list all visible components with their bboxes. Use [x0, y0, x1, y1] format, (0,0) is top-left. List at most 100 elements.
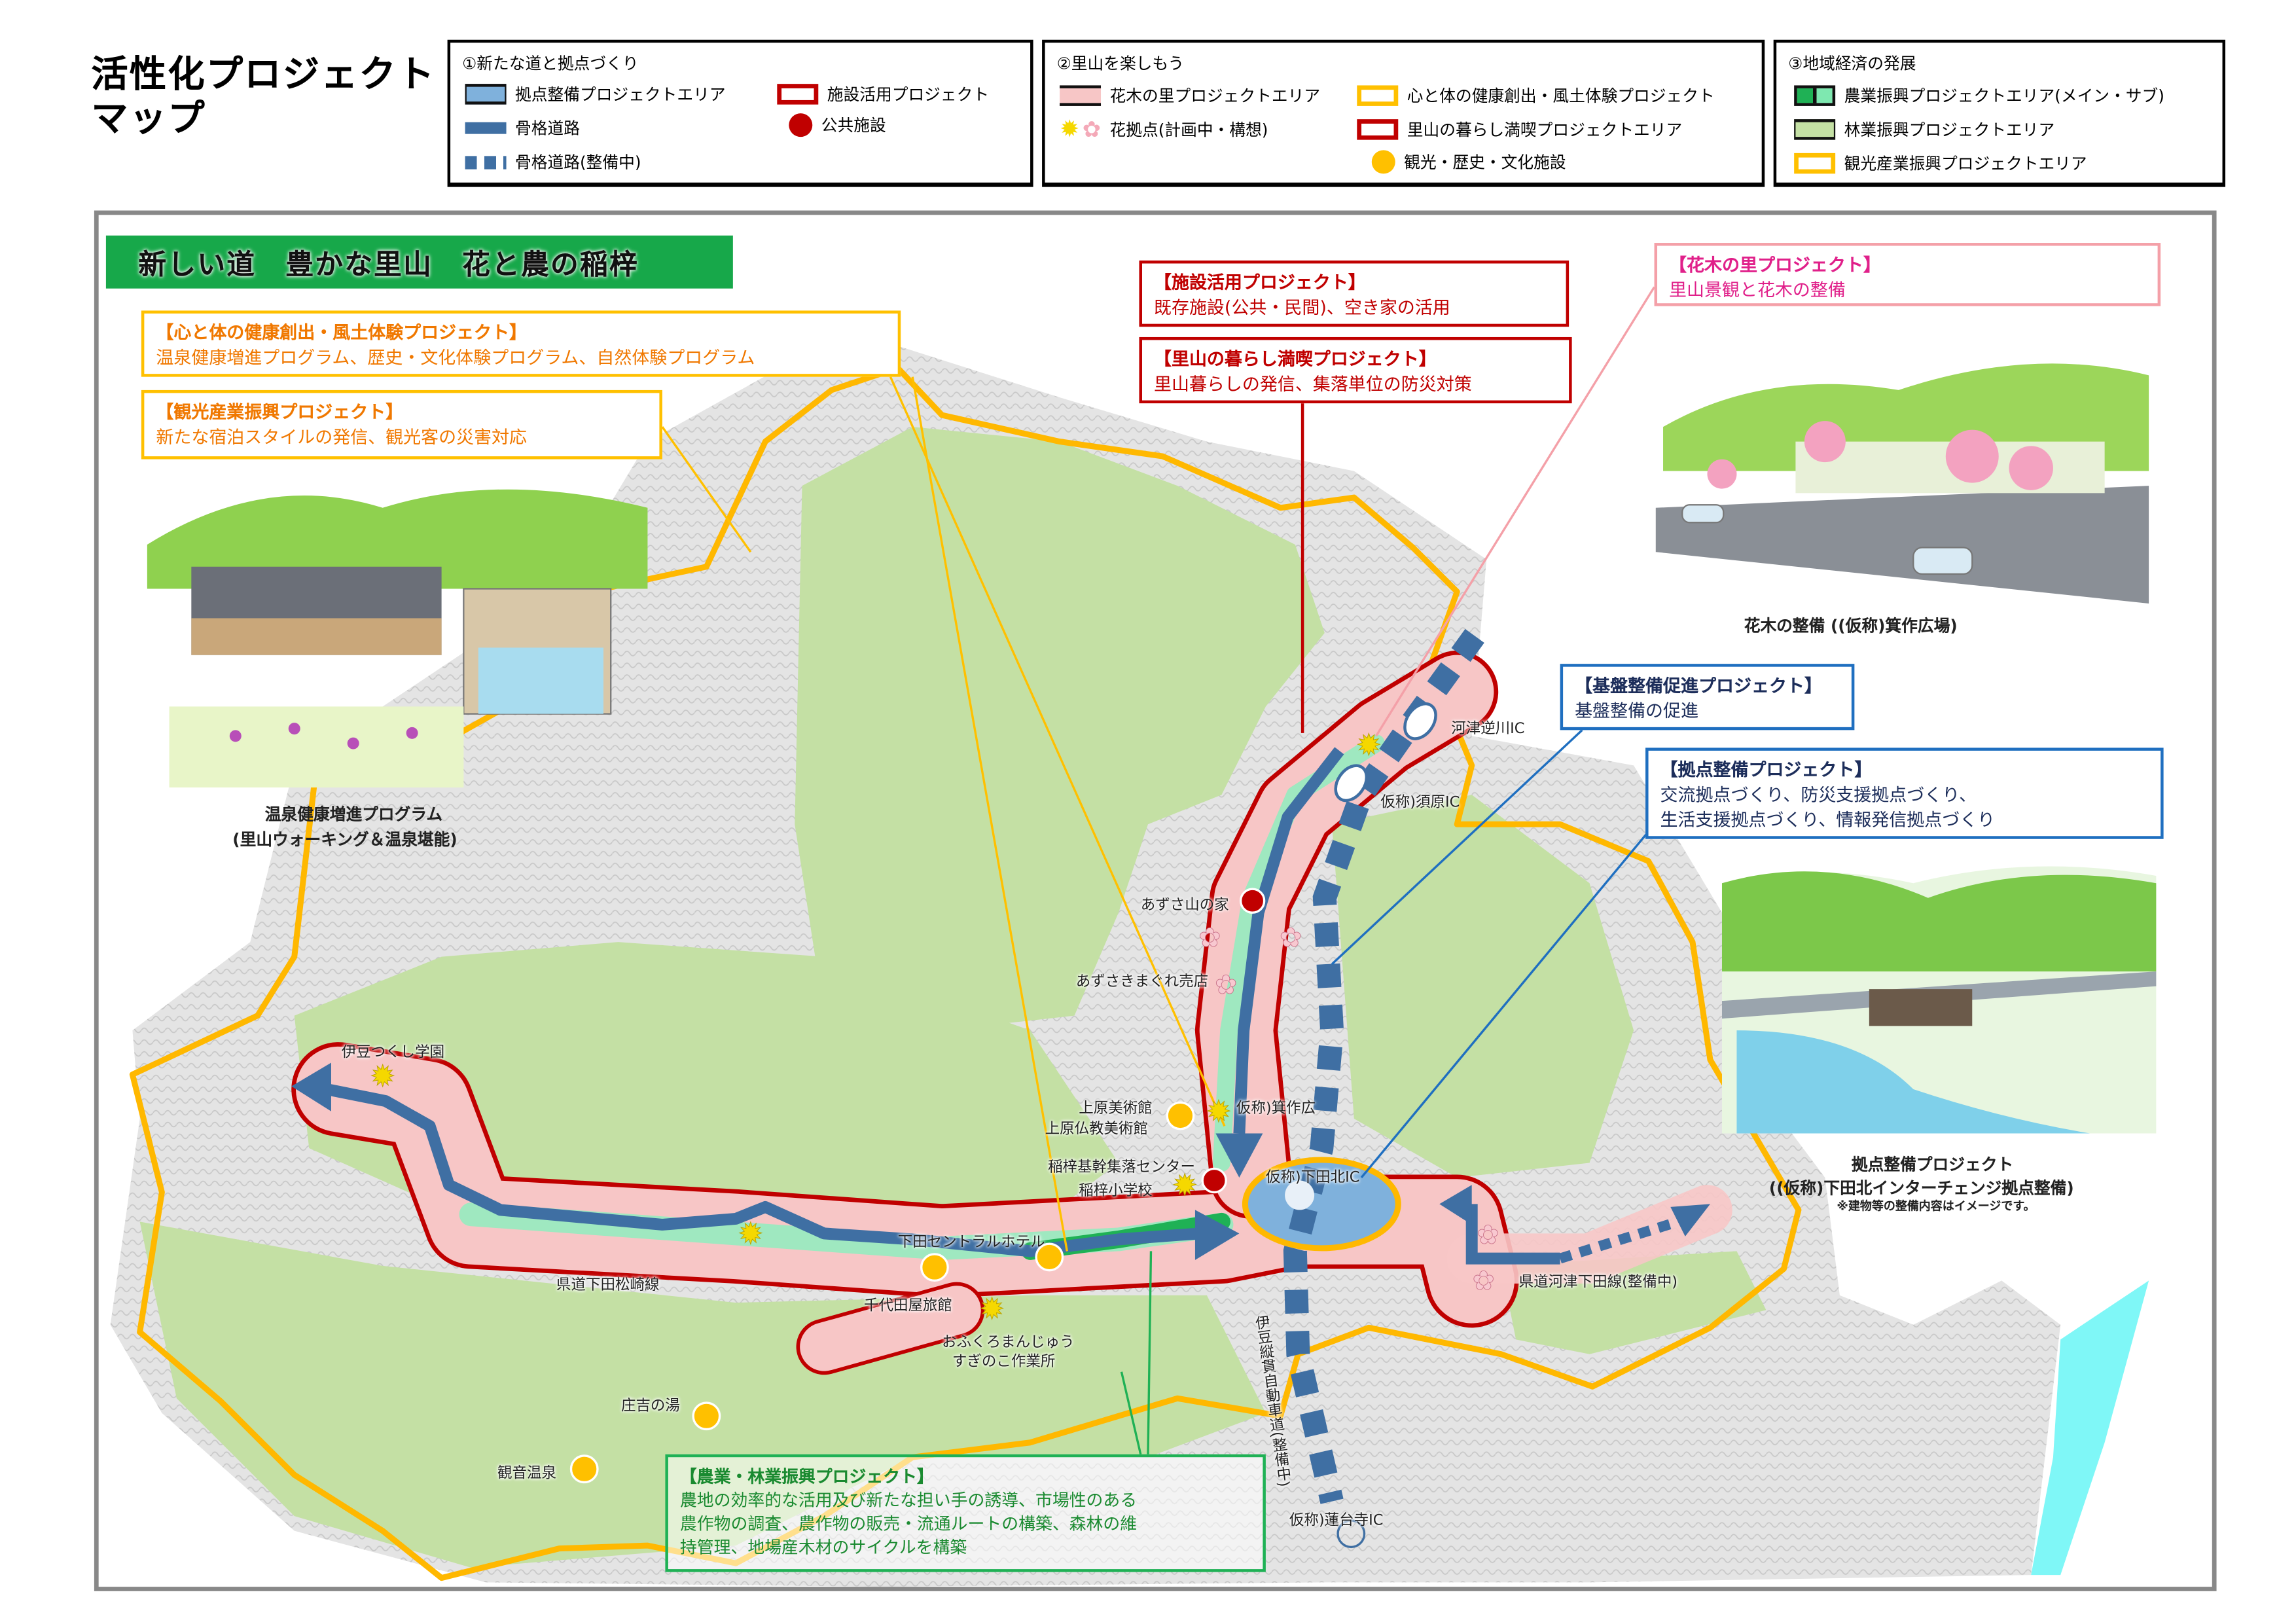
forestry-area — [294, 942, 1119, 1222]
cherry-blossom-icon: ✿ — [1215, 969, 1237, 1000]
hub-illustration — [1721, 866, 2157, 1134]
box-body: 交流拠点づくり、防災支援拠点づくり、 — [1660, 784, 1977, 806]
tourism-facility-dots — [569, 1101, 1195, 1484]
leader-line — [911, 376, 1068, 1252]
sun-flower-icon: ✹ — [1060, 115, 1080, 143]
place-label: 上原美術館 — [1079, 1101, 1153, 1117]
box-body: 農作物の調査、農作物の販売・流通ルートの構築、森林の維 — [679, 1513, 1138, 1534]
road-arrow-south — [1215, 1133, 1263, 1178]
place-label: 上原仏教美術館 — [1045, 1121, 1148, 1138]
forestry-swatch — [1794, 119, 1836, 140]
legend-item-flower-area: 花木の里プロジェクトエリア — [1060, 84, 1320, 107]
box-body: 温泉健康増進プログラム、歴史・文化体験プログラム、自然体験プログラム — [156, 347, 755, 369]
leader-line — [1375, 286, 1655, 737]
place-label: 庄吉の湯 — [620, 1398, 680, 1415]
forestry-area — [795, 427, 1325, 1031]
place-label: おふくろまんじゅう — [942, 1335, 1075, 1352]
leader-lines — [661, 286, 1655, 1455]
legend-item-forestry: 林業振興プロジェクトエリア — [1794, 118, 2054, 141]
tourism-facility-dot — [569, 1454, 599, 1484]
place-label: あずさきまぐれ売店 — [1075, 974, 1209, 991]
kawazu-sakagawa-ic-marker — [1403, 702, 1437, 740]
leader-line — [661, 426, 752, 553]
box-heading: 【基盤整備促進プロジェクト】 — [1575, 676, 1822, 696]
legend-label: 林業振興プロジェクトエリア — [1844, 120, 2055, 140]
legend-heading: ③地域経済の発展 — [1788, 54, 1916, 74]
sun-flower-icon: ✹ — [1172, 1168, 1197, 1202]
leader-line — [1147, 1251, 1153, 1454]
legend-roads-hubs: ①新たな道と拠点づくり 拠点整備プロジェクトエリア 施設活用プロジェクト 骨格道… — [447, 39, 1033, 187]
legend-item-tourism-area: 観光産業振興プロジェクトエリア — [1794, 152, 2087, 175]
izu-jukan-expressway-planned — [1283, 628, 1484, 1504]
place-label: 稲梓基幹集落センター — [1048, 1159, 1195, 1176]
hub-project-box: 【拠点整備プロジェクト】 交流拠点づくり、防災支援拠点づくり、 生活支援拠点づく… — [1645, 748, 2164, 839]
place-label: 伊豆つくし学園 — [341, 1045, 445, 1062]
box-body: 基盤整備の促進 — [1575, 700, 1699, 721]
hub-caption-sub: ((仮称)下田北インターチェンジ拠点整備) — [1768, 1179, 2074, 1199]
flower-area — [800, 1286, 981, 1371]
sun-flower-icon: ✹ — [980, 1291, 1005, 1326]
satoyama-swatch — [1357, 119, 1399, 140]
box-heading: 【花木の里プロジェクト】 — [1669, 255, 1881, 276]
facility-swatch — [777, 84, 819, 105]
facility-project-box: 【施設活用プロジェクト】 既存施設(公共・民間)、空き家の活用 — [1139, 261, 1570, 327]
onsen-illustration — [147, 489, 648, 788]
legend-item-agri: 農業振興プロジェクトエリア(メイン・サブ) — [1794, 84, 2164, 107]
road-arrow-northeast — [1670, 1204, 1710, 1236]
agri-forestry-project-box: 【農業・林業振興プロジェクト】 農地の効率的な活用及び新たな担い手の誘導、市場性… — [665, 1454, 1266, 1572]
box-heading: 【施設活用プロジェクト】 — [1153, 272, 1366, 293]
road-arrow-west — [291, 1062, 331, 1111]
place-label: あずさ山の家 — [1140, 897, 1229, 914]
onsen-caption: 温泉健康増進プログラム — [264, 805, 443, 825]
legend-item-hub-area: 拠点整備プロジェクトエリア — [465, 82, 726, 106]
legend-label: 観光・歴史・文化施設 — [1404, 153, 1566, 173]
cherry-blossom-icon: ✿ — [1477, 1219, 1499, 1250]
legend-label: 心と体の健康創出・風土体験プロジェクト — [1407, 86, 1715, 106]
public-facility-dot — [1201, 1167, 1227, 1194]
cherry-blossom-icon: ✿ — [1280, 922, 1302, 953]
tourism-facility-dot — [1035, 1242, 1064, 1272]
box-body: 持管理、地場産木材のサイクルを構築 — [679, 1536, 967, 1558]
tourism-facility-dot — [920, 1253, 949, 1282]
flower-area-swatch — [1060, 85, 1102, 106]
legend-label: 施設活用プロジェクト — [827, 85, 990, 105]
place-label: 県道河津下田線(整備中) — [1518, 1274, 1678, 1291]
planned-road-swatch — [465, 155, 507, 169]
legend-label: 拠点整備プロジェクトエリア — [515, 85, 726, 105]
box-body: 里山暮らしの発信、集落単位の防災対策 — [1153, 374, 1472, 395]
sun-flower-icon: ✹ — [1206, 1094, 1231, 1129]
satoyama-project-box: 【里山の暮らし満喫プロジェクト】 里山暮らしの発信、集落単位の防災対策 — [1139, 336, 1572, 404]
title-line-2: マップ — [91, 97, 206, 140]
public-facility-dot — [1239, 888, 1266, 914]
tourism-facility-dot — [692, 1401, 721, 1431]
box-body: 生活支援拠点づくり、情報発信拠点づくり — [1660, 809, 1996, 831]
shimoda-kita-ic-marker — [1285, 1180, 1315, 1210]
flower-park-caption: 花木の整備 ((仮称)箕作広場) — [1744, 617, 1958, 636]
place-label: 仮称)須原IC — [1380, 795, 1460, 812]
legend-item-tourism-facility: 観光・歴史・文化施設 — [1371, 150, 1566, 174]
place-label: 仮称)下田北IC — [1265, 1170, 1360, 1187]
legend-label: 農業振興プロジェクトエリア(メイン・サブ) — [1844, 86, 2164, 106]
box-body: 里山景観と花木の整備 — [1669, 280, 1846, 300]
legend-item-health: 心と体の健康創出・風土体験プロジェクト — [1357, 84, 1715, 107]
legend-label: 公共施設 — [821, 116, 886, 135]
legend-item-satoyama: 里山の暮らし満喫プロジェクトエリア — [1357, 118, 1682, 141]
flower-project-box: 【花木の里プロジェクト】 里山景観と花木の整備 — [1654, 243, 2161, 306]
public-facility-icon — [789, 113, 813, 137]
place-label: 河津逆川IC — [1451, 721, 1525, 738]
tourism-facility-dot — [1166, 1101, 1195, 1130]
leader-line — [1360, 831, 1649, 1179]
legend-label: 骨格道路 — [515, 119, 580, 139]
tourism-facility-icon — [1371, 150, 1395, 174]
place-label: 下田セントラルホテル — [897, 1235, 1045, 1252]
leader-line — [1331, 729, 1583, 965]
main-road — [310, 1080, 1200, 1257]
box-heading: 【里山の暮らし満喫プロジェクト】 — [1153, 348, 1437, 370]
hub-area-swatch — [465, 84, 507, 105]
health-swatch — [1357, 85, 1399, 106]
legend-satoyama: ②里山を楽しもう 花木の里プロジェクトエリア 心と体の健康創出・風土体験プロジェ… — [1042, 39, 1765, 187]
place-label: 稲梓小学校 — [1079, 1183, 1153, 1200]
health-project-box: 【心と体の健康創出・風土体験プロジェクト】 温泉健康増進プログラム、歴史・文化体… — [141, 310, 901, 377]
legend-item-road: 骨格道路 — [465, 117, 580, 140]
